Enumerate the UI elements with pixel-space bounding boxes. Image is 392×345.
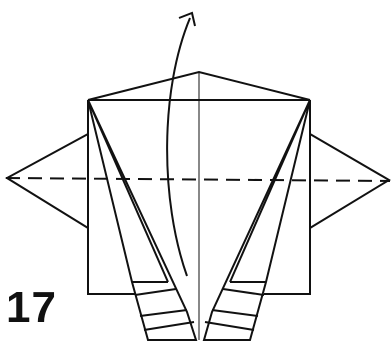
left-foot-tier-4 bbox=[144, 322, 194, 330]
left-kite-inner-crease bbox=[88, 100, 168, 282]
valley-fold-dashed-line bbox=[6, 178, 390, 181]
left-foot-tier-3 bbox=[140, 310, 187, 316]
fold-up-arrow bbox=[167, 18, 190, 276]
left-wing-flap bbox=[7, 134, 88, 228]
step-number: 17 bbox=[6, 286, 57, 330]
right-kite-inner-crease bbox=[230, 100, 310, 282]
right-foot-tier-4 bbox=[205, 322, 254, 330]
right-foot-tier-2 bbox=[223, 289, 264, 295]
left-foot-tier-2 bbox=[135, 289, 176, 295]
right-foot-tier-3 bbox=[212, 310, 258, 316]
